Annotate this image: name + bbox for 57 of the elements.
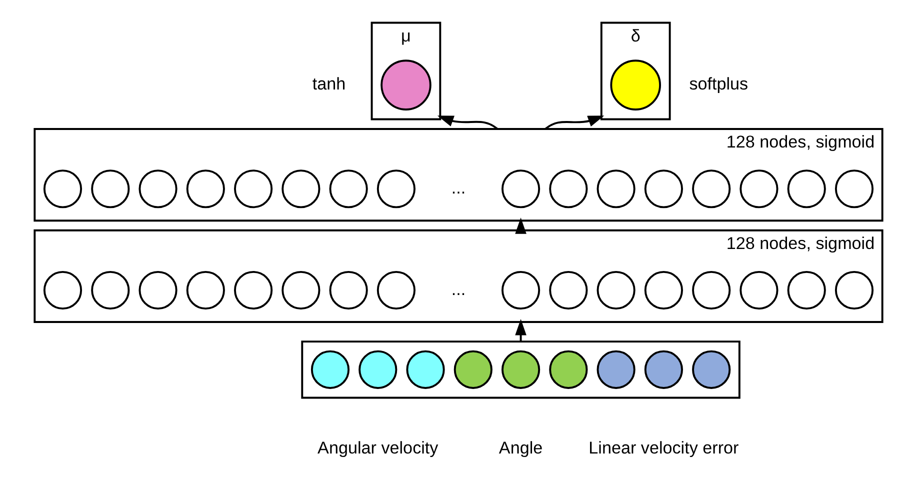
node-circle [692, 350, 731, 389]
node-circle [596, 270, 636, 310]
node-circle [138, 270, 178, 310]
node-circle [502, 350, 540, 389]
cluster: δ [600, 22, 671, 120]
node-circle [91, 170, 130, 208]
node-circle [740, 270, 778, 310]
node-circle [329, 270, 368, 310]
node-circle [454, 350, 492, 389]
node-circle [380, 60, 432, 110]
node-circle [406, 350, 445, 389]
node-circle [644, 350, 683, 389]
node-circle [549, 270, 588, 310]
label: ... [451, 178, 466, 198]
node-circle [740, 170, 778, 208]
arrow [544, 116, 604, 130]
node-circle [186, 270, 225, 310]
node-circle [234, 270, 273, 310]
node-circle [787, 270, 826, 310]
label: Linear velocity error [588, 438, 739, 458]
node-label: tanh [312, 74, 346, 94]
node-circle [834, 270, 874, 310]
node-circle [834, 170, 874, 208]
node-circle [502, 170, 540, 208]
arrow [515, 319, 526, 342]
node-circle [376, 270, 416, 310]
node-circle [186, 170, 225, 208]
node-circle [282, 170, 320, 208]
node-circle [644, 270, 683, 310]
node-circle [549, 350, 588, 389]
cluster: μ [370, 22, 442, 120]
cluster [301, 340, 740, 399]
node-circle [138, 170, 178, 208]
node-circle [329, 170, 368, 208]
node-label: softplus [689, 74, 748, 94]
node-circle [549, 170, 588, 208]
node-circle [610, 60, 662, 110]
label: ... [451, 280, 466, 299]
arrow [515, 218, 526, 234]
node-circle [596, 350, 636, 389]
node-circle [596, 170, 636, 208]
node-circle [692, 270, 731, 310]
node-circle [91, 270, 130, 310]
node-circle [787, 170, 826, 208]
node-circle [692, 170, 731, 208]
node-circle [282, 270, 320, 310]
node-circle [358, 350, 398, 389]
node-circle [43, 270, 82, 310]
arrow [437, 116, 498, 130]
label: Angle [498, 438, 543, 458]
node-circle [376, 170, 416, 208]
node-circle [644, 170, 683, 208]
node-circle [43, 170, 82, 208]
node-circle [310, 350, 350, 389]
label: Angular velocity [318, 438, 438, 458]
node-circle [234, 170, 273, 208]
node-circle [502, 270, 540, 310]
